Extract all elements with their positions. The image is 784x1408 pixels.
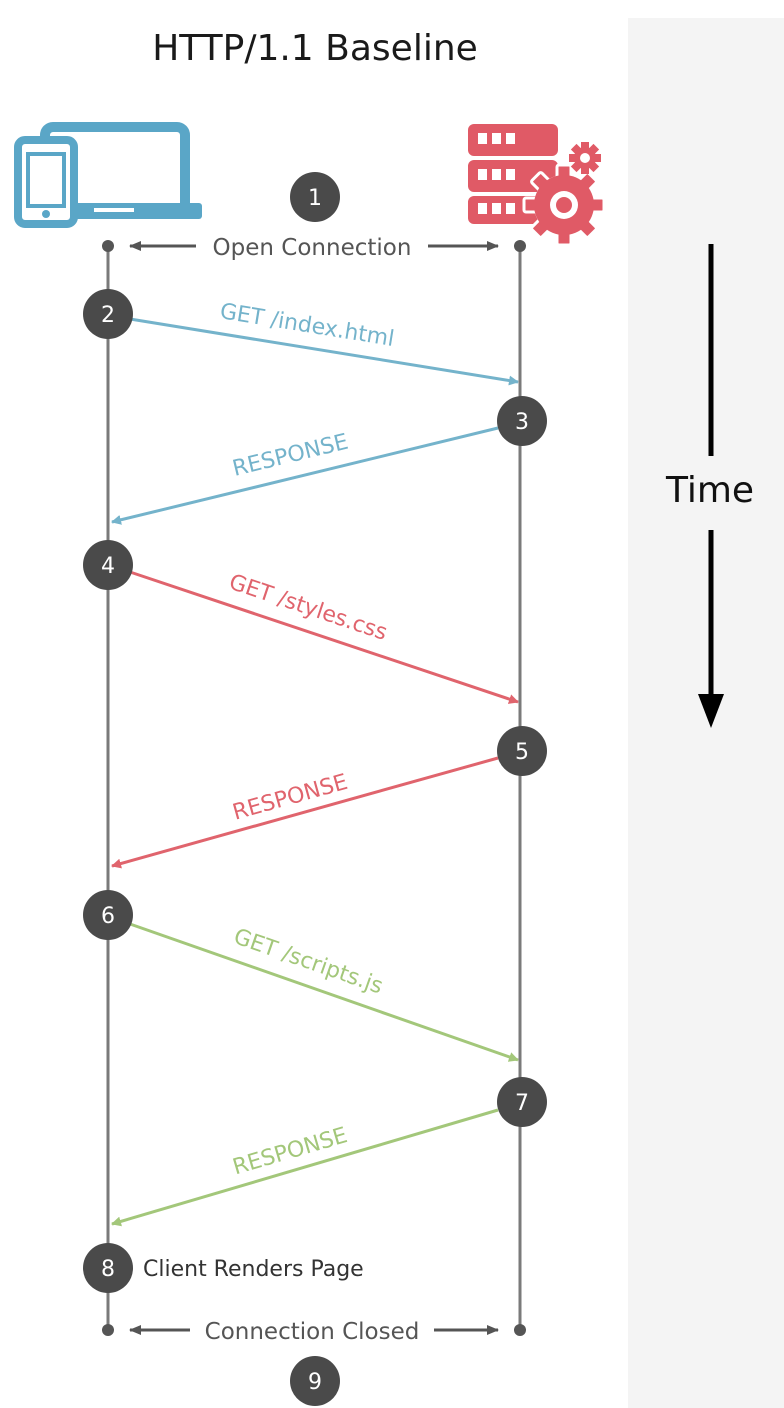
- connection-closed: Connection Closed: [129, 1319, 499, 1345]
- diagram-title: HTTP/1.1 Baseline: [152, 28, 478, 69]
- time-arrow: [698, 244, 724, 728]
- step-number: 2: [101, 303, 115, 328]
- message-1: GET /index.html: [129, 299, 519, 386]
- step-number: 8: [101, 1257, 115, 1282]
- step-number: 1: [308, 186, 322, 211]
- open-connection-label: Open Connection: [213, 235, 412, 261]
- step-6: 6: [83, 890, 133, 940]
- step-3: 3: [497, 396, 547, 446]
- time-label: Time: [665, 470, 755, 511]
- server-lifeline-end: [514, 1324, 526, 1336]
- step-9: 9: [290, 1356, 340, 1406]
- step-8: 8: [83, 1243, 133, 1293]
- message-label: RESPONSE: [230, 430, 351, 482]
- message-4: RESPONSE: [111, 756, 499, 869]
- connection-closed-label: Connection Closed: [205, 1319, 420, 1345]
- server-lifeline-start: [514, 240, 526, 252]
- step-4: 4: [83, 540, 133, 590]
- message-label: GET /scripts.js: [230, 924, 386, 999]
- step-number: 7: [515, 1091, 529, 1116]
- message-6: RESPONSE: [111, 1108, 499, 1227]
- step-5: 5: [497, 726, 547, 776]
- step-number: 3: [515, 410, 529, 435]
- step-number: 6: [101, 904, 115, 929]
- server-gear-icon: [468, 124, 606, 247]
- message-label: GET /styles.css: [226, 570, 390, 646]
- message-label: GET /index.html: [218, 299, 396, 352]
- message-3: GET /styles.css: [129, 570, 519, 704]
- open-connection: Open Connection: [129, 235, 499, 261]
- step-2: 2: [83, 289, 133, 339]
- step-number: 9: [308, 1370, 322, 1395]
- step-number: 5: [515, 740, 529, 765]
- step-1: 1: [290, 172, 340, 222]
- client-lifeline-end: [102, 1324, 114, 1336]
- client-lifeline-start: [102, 240, 114, 252]
- render-label: Client Renders Page: [143, 1257, 364, 1282]
- devices-icon: [14, 122, 202, 228]
- message-5: GET /scripts.js: [129, 922, 519, 1062]
- step-number: 4: [101, 554, 115, 579]
- step-7: 7: [497, 1077, 547, 1127]
- message-2: RESPONSE: [111, 426, 499, 525]
